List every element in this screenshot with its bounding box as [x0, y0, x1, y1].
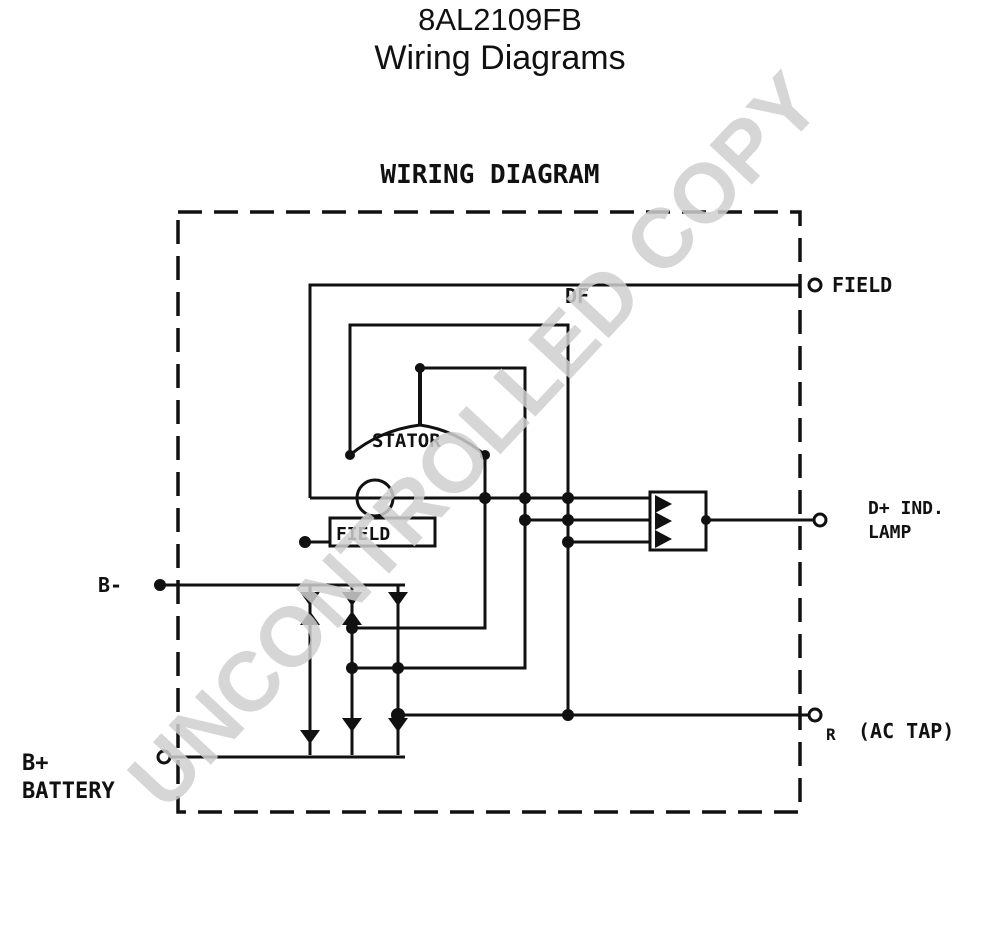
b-plus-label: B+ [22, 751, 49, 776]
terminals [156, 277, 828, 765]
b-minus-label: B- [98, 573, 122, 597]
df-label: DF [565, 284, 589, 308]
ac-tap-r-label: R [826, 725, 836, 744]
field-terminal-label: FIELD [832, 273, 892, 297]
field-wire [308, 283, 800, 498]
ac-tap-terminal-icon [807, 707, 823, 723]
field-coil-label: FIELD [336, 524, 390, 545]
junction-dots [154, 363, 711, 722]
field-terminal-icon [807, 277, 823, 293]
field-coil-box [328, 516, 437, 548]
page-header: 8AL2109FB Wiring Diagrams [0, 2, 1000, 78]
battery-label: BATTERY [22, 779, 115, 804]
ind-lamp-label-1: D+ IND. [868, 498, 944, 519]
housing-outline [176, 210, 802, 814]
lamp-terminal-icon [812, 512, 828, 528]
document-title: Wiring Diagrams [374, 39, 626, 77]
ind-lamp-label-2: LAMP [868, 522, 912, 543]
part-number: 8AL2109FB [418, 2, 582, 37]
stator-label: STATOR [372, 430, 441, 452]
diagram-heading: WIRING DIAGRAM [380, 160, 599, 190]
rectifier-diodes [300, 495, 672, 744]
stator-phase-wire-2 [352, 455, 487, 630]
ac-tap-label: (AC TAP) [858, 719, 954, 743]
battery-terminal-icon [156, 749, 172, 765]
stator-winding-arms [349, 423, 486, 457]
